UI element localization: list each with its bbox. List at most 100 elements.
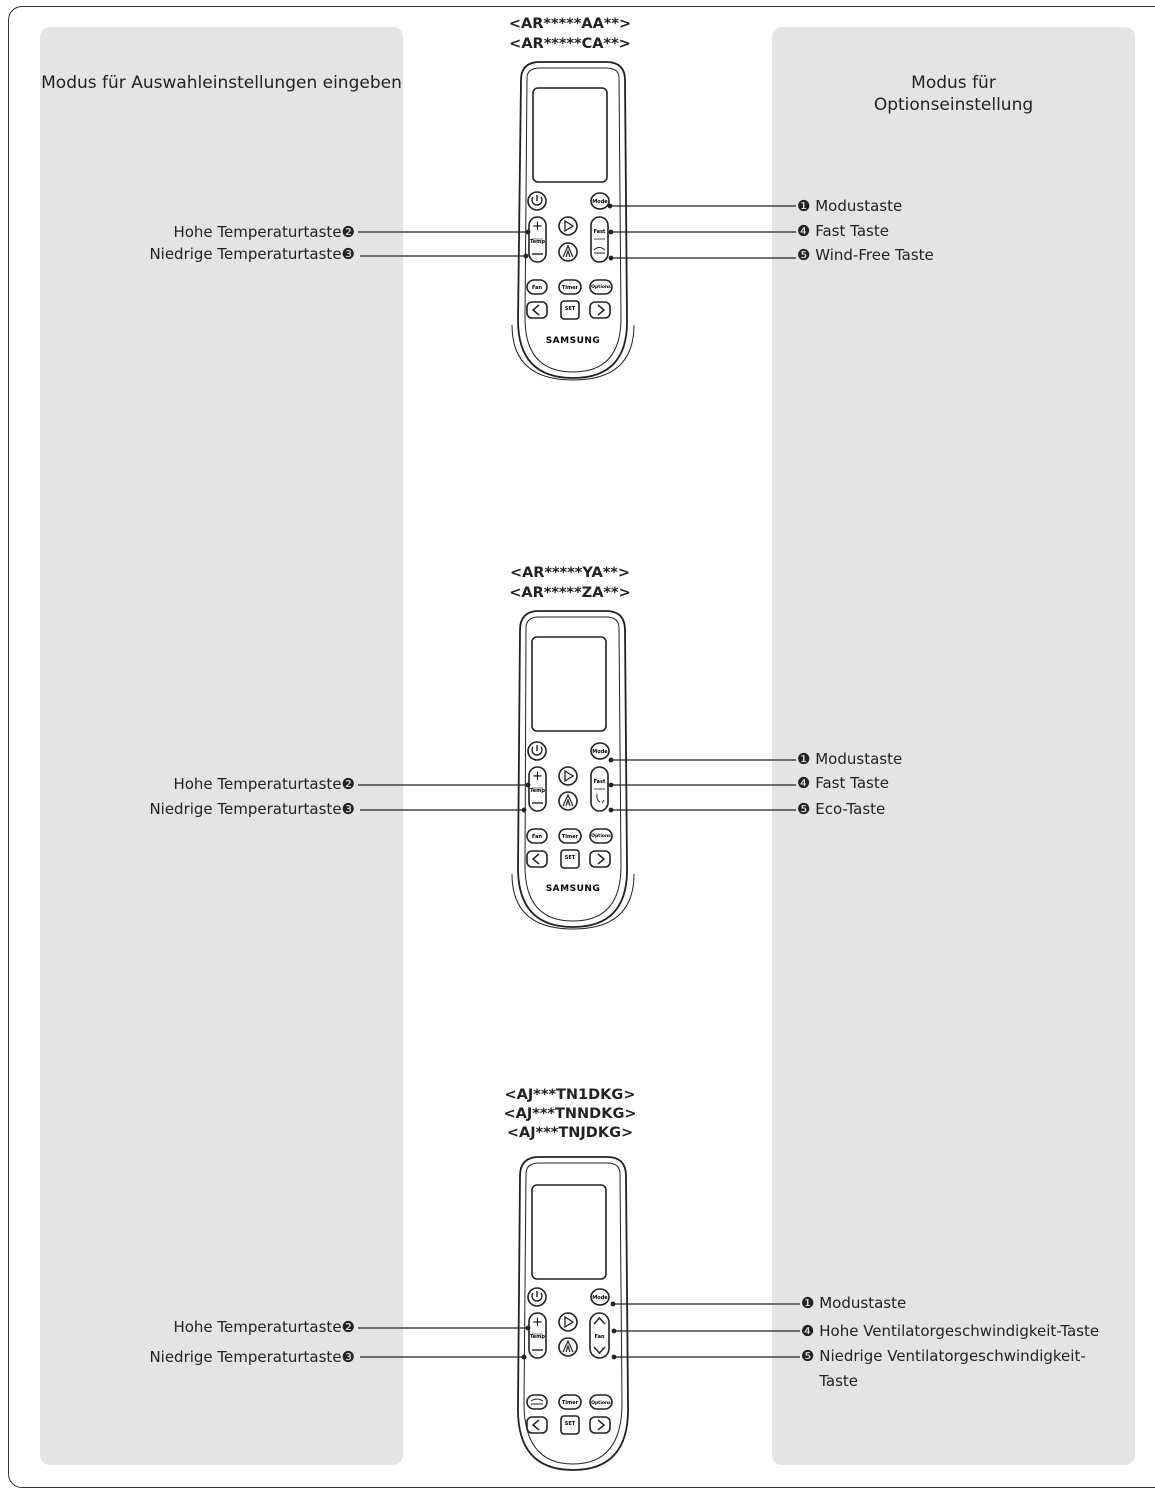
model-code: <AJ***TN1DKG> xyxy=(504,1087,636,1103)
svg-text:Temp: Temp xyxy=(530,788,545,794)
temp-rocker: +Temp xyxy=(528,216,547,263)
options-button: Options xyxy=(589,279,613,295)
model-code: <AR*****ZA**> xyxy=(509,585,631,601)
power-button-icon xyxy=(527,191,547,211)
svg-text:Options: Options xyxy=(591,1400,611,1406)
svg-text:Fan: Fan xyxy=(594,1334,604,1340)
label-high-temp: Hohe Temperaturtaste❷ xyxy=(173,223,355,241)
right-arrow-button xyxy=(589,301,611,319)
remote-control: Mode + Temp Fast Fan Timer Options SET SA… xyxy=(511,610,635,930)
label-fan-low: ❺ Niedrige Ventilatorgeschwindigkeit-Tas… xyxy=(801,1347,1086,1390)
remote-control: Mode +Temp Fast Fan Timer Options SET SA… xyxy=(511,61,635,381)
svg-text:Timer: Timer xyxy=(562,834,579,840)
timer-button: Timer xyxy=(558,828,582,844)
leader-lines xyxy=(358,203,796,261)
model-code: <AR*****YA**> xyxy=(509,565,631,581)
label-mode: ❶ Modustaste xyxy=(797,750,903,768)
svg-text:SET: SET xyxy=(565,855,576,861)
model-code: <AR*****AA**> xyxy=(508,16,632,32)
temp-rocker: + Temp xyxy=(528,766,547,812)
label-low-temp: Niedrige Temperaturtaste❸ xyxy=(149,1348,355,1366)
swing-button-icon xyxy=(558,791,578,811)
play-button-icon xyxy=(558,216,578,236)
label-high-temp: Hohe Temperaturtaste❷ xyxy=(173,775,355,793)
svg-text:Options: Options xyxy=(591,833,611,839)
callout-number: ❺ xyxy=(797,246,811,264)
svg-text:Fan: Fan xyxy=(532,834,542,840)
callout-number: ❹ xyxy=(797,222,811,240)
swing-button-icon xyxy=(558,242,578,262)
label-low-temp: Niedrige Temperaturtaste❸ xyxy=(149,245,355,263)
callout-number: ❶ xyxy=(797,750,811,768)
right-arrow-button xyxy=(589,1416,611,1434)
windfree-button xyxy=(526,1394,548,1410)
label-fast: ❹ Fast Taste xyxy=(797,774,889,792)
svg-text:SET: SET xyxy=(565,306,576,312)
callout-number: ❷ xyxy=(341,1318,355,1336)
callout-number: ❷ xyxy=(341,775,355,793)
callout-number: ❷ xyxy=(341,223,355,241)
fast-eco-rocker: Fast xyxy=(590,766,609,812)
svg-text:Temp: Temp xyxy=(530,239,545,245)
svg-text:Mode: Mode xyxy=(592,199,608,205)
left-arrow-button xyxy=(526,850,548,868)
fan-button: Fan xyxy=(526,279,548,295)
label-wind-free: ❺ Wind-Free Taste xyxy=(797,246,934,264)
mode-button: Mode xyxy=(590,742,610,760)
callout-number: ❺ xyxy=(801,1347,815,1365)
leader-lines xyxy=(358,1301,800,1360)
remote-display xyxy=(531,636,607,732)
label-fan-high: ❹ Hohe Ventilatorgeschwindigkeit-Taste xyxy=(801,1322,1100,1340)
brand-logo: SAMSUNG xyxy=(546,336,601,346)
temp-rocker: + Temp xyxy=(528,1312,547,1359)
remote-display xyxy=(532,87,608,183)
svg-text:Fast: Fast xyxy=(594,229,606,235)
svg-text:Mode: Mode xyxy=(592,1295,608,1301)
set-button: SET xyxy=(560,1415,580,1435)
model-code: <AJ***TNJDKG> xyxy=(506,1125,634,1141)
callout-number: ❸ xyxy=(341,800,355,818)
svg-text:Fan: Fan xyxy=(532,285,542,291)
label-low-temp: Niedrige Temperaturtaste❸ xyxy=(149,800,355,818)
callout-number: ❹ xyxy=(797,774,811,792)
mode-button: Mode xyxy=(590,192,610,210)
leader-lines xyxy=(358,757,796,813)
svg-text:Timer: Timer xyxy=(562,285,579,291)
svg-text:Temp: Temp xyxy=(530,1334,545,1340)
left-arrow-button xyxy=(526,301,548,319)
svg-text:Options: Options xyxy=(591,284,611,290)
svg-text:SET: SET xyxy=(565,1421,576,1427)
callout-number: ❸ xyxy=(341,1348,355,1366)
swing-button-icon xyxy=(558,1337,578,1357)
remote-control: Mode + Temp Fan Timer Options SET xyxy=(517,1156,629,1471)
power-button-icon xyxy=(527,741,547,761)
fan-speed-rocker: Fan xyxy=(589,1312,610,1359)
callout-number: ❹ xyxy=(801,1322,815,1340)
right-arrow-button xyxy=(589,850,611,868)
left-arrow-button xyxy=(526,1416,548,1434)
svg-text:+: + xyxy=(532,1315,543,1330)
right-panel xyxy=(772,27,1135,1465)
remote-display xyxy=(531,1184,607,1280)
svg-text:+: + xyxy=(532,769,543,784)
svg-text:Timer: Timer xyxy=(562,1400,579,1406)
power-button-icon xyxy=(527,1287,547,1307)
svg-text:Mode: Mode xyxy=(592,749,608,755)
model-code: <AR*****CA**> xyxy=(509,36,631,52)
options-button: Options xyxy=(589,828,613,844)
fan-button: Fan xyxy=(526,828,548,844)
callout-number: ❸ xyxy=(341,245,355,263)
label-mode: ❶ Modustaste xyxy=(797,197,903,215)
left-panel xyxy=(40,27,403,1465)
callout-number: ❺ xyxy=(797,800,811,818)
callout-number: ❶ xyxy=(801,1294,815,1312)
timer-button: Timer xyxy=(558,1394,582,1410)
label-mode: ❶ Modustaste xyxy=(801,1294,907,1312)
fast-windfree-rocker: Fast xyxy=(590,216,609,263)
set-button: SET xyxy=(560,849,580,869)
options-button: Options xyxy=(589,1394,613,1410)
play-button-icon xyxy=(558,766,578,786)
mode-button: Mode xyxy=(590,1288,610,1306)
brand-logo: SAMSUNG xyxy=(546,884,601,894)
timer-button: Timer xyxy=(558,279,582,295)
